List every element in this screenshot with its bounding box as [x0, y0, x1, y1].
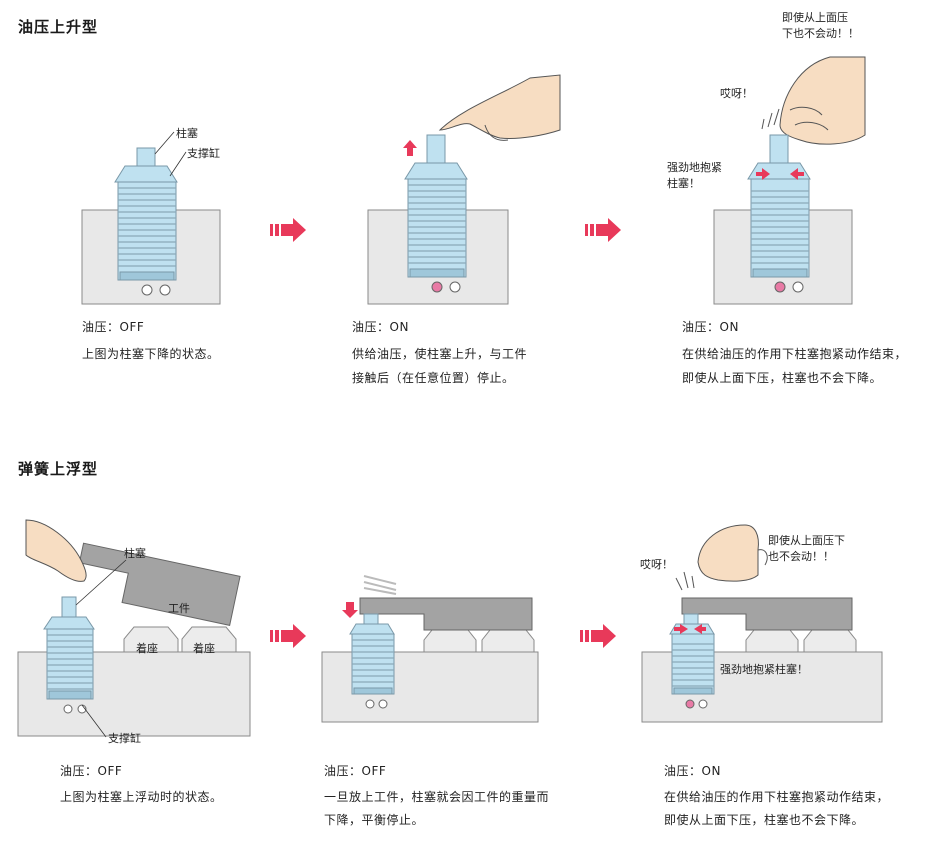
clamp-arrow-icon — [756, 168, 770, 180]
note-ouch: 哎呀！ — [640, 558, 673, 571]
clamp-arrow-icon — [694, 624, 706, 634]
panel-caption-line: 在供给油压的作用下柱塞抱紧动作结束， — [664, 790, 890, 804]
panel-status: 油压：OFF — [60, 764, 123, 778]
arrow-right-icon — [270, 218, 306, 242]
panel-caption-line: 上图为柱塞上浮动时的状态。 — [60, 790, 223, 804]
panel-caption-line: 在供给油压的作用下柱塞抱紧动作结束， — [682, 347, 908, 361]
diagram-hydraulic-clamped — [713, 56, 866, 305]
label-seat: 着座 — [193, 642, 215, 655]
panel-status: 油压：OFF — [82, 320, 145, 334]
label-support-cylinder: 支撑缸 — [187, 147, 220, 160]
note-clamp-line: 强劲地抱紧 — [667, 161, 722, 174]
panel-status: 油压：ON — [682, 320, 739, 334]
arrow-right-icon — [585, 218, 621, 242]
panel-status: 油压：OFF — [324, 764, 387, 778]
panel-status: 油压：ON — [664, 764, 721, 778]
note-clamp-line: 柱塞！ — [667, 177, 700, 190]
support-cylinder — [669, 613, 715, 709]
note-press-line: 即使从上面压下 — [768, 534, 845, 547]
panel-status: 油压：ON — [352, 320, 409, 334]
clamp-arrow-icon — [790, 168, 804, 180]
diagram-spring-clamped — [641, 524, 883, 723]
support-cylinder — [747, 134, 811, 293]
support-cylinder — [404, 134, 468, 293]
note-clamp: 强劲地抱紧柱塞！ — [720, 663, 808, 676]
panel-caption-line: 接触后（在任意位置）停止。 — [352, 371, 515, 385]
section-title-spring-float: 弹簧上浮型 — [18, 460, 99, 478]
support-cylinder — [114, 147, 178, 296]
label-plunger: 柱塞 — [176, 127, 198, 140]
panel-caption-line: 上图为柱塞下降的状态。 — [82, 347, 220, 361]
panel-caption-line: 下降，平衡停止。 — [324, 813, 425, 827]
note-press-line: 下也不会动！！ — [782, 27, 859, 40]
arrow-right-icon — [270, 624, 306, 648]
panel-caption-line: 即使从上面下压，柱塞也不会下降。 — [682, 371, 883, 385]
support-cylinder — [349, 613, 395, 709]
panel-caption-line: 供给油压，使柱塞上升，与工件 — [352, 347, 528, 361]
label-workpiece: 工件 — [168, 602, 190, 615]
diagram-hydraulic-off — [81, 131, 221, 305]
panel-caption-line: 即使从上面下压，柱塞也不会下降。 — [664, 813, 865, 827]
diagram-spring-loaded — [321, 575, 539, 723]
support-cylinder — [43, 596, 95, 714]
label-seat: 着座 — [136, 642, 158, 655]
down-arrow-icon — [342, 602, 358, 618]
note-press-line: 即使从上面压 — [782, 11, 848, 24]
label-support-cylinder: 支撑缸 — [108, 732, 141, 745]
note-press-line: 也不会动！！ — [768, 550, 834, 563]
panel-caption-line: 一旦放上工件，柱塞就会因工件的重量而 — [324, 790, 550, 804]
section-title-hydraulic-rise: 油压上升型 — [18, 18, 99, 36]
diagram-spring-off — [17, 519, 251, 738]
clamp-arrow-icon — [674, 624, 688, 634]
label-plunger: 柱塞 — [124, 547, 146, 560]
diagram-hydraulic-on — [367, 74, 561, 305]
arrow-right-icon — [580, 624, 616, 648]
note-ouch: 哎呀！ — [720, 87, 753, 100]
up-arrow-icon — [403, 140, 417, 156]
